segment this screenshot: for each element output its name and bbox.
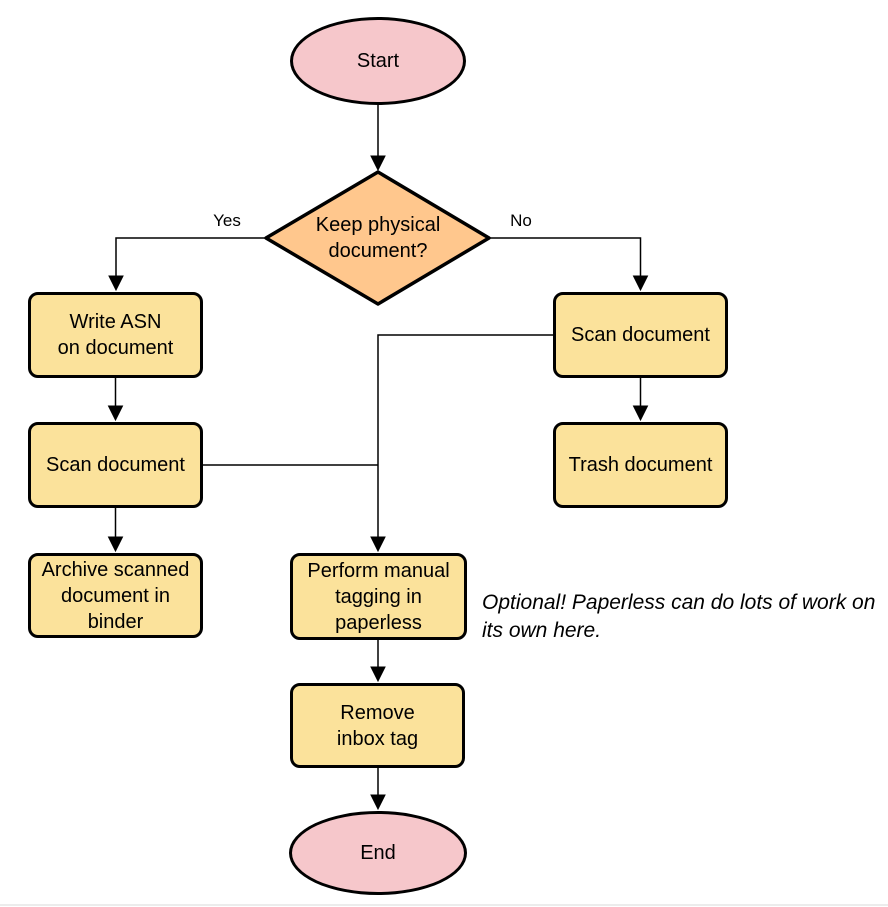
edge-scan-right-to-tagging: [370, 334, 553, 553]
node-remove-inbox-tag: Remove inbox tag: [290, 683, 465, 768]
node-scan-document-left: Scan document: [28, 422, 203, 508]
page-bottom-divider: [0, 904, 888, 906]
edge-decision-no-to-scan-right: [490, 237, 649, 292]
node-archive-binder: Archive scanned document in binder: [28, 553, 203, 638]
node-write-asn-label: Write ASN on document: [57, 311, 174, 359]
node-scan-document-right: Scan document: [553, 292, 728, 378]
node-manual-tagging: Perform manual tagging in paperless: [290, 553, 467, 640]
node-scan-document-left-label: Scan document: [46, 454, 185, 476]
node-write-asn: Write ASN on document: [28, 292, 203, 378]
node-start-label: Start: [356, 50, 400, 72]
node-archive-binder-label: Archive scanned document in binder: [41, 558, 190, 633]
node-remove-inbox-tag-label: Remove inbox tag: [336, 701, 419, 750]
node-end: End: [289, 811, 467, 895]
annotation-optional-paperless: Optional! Paperless can do lots of work …: [482, 591, 876, 642]
node-start: Start: [290, 17, 466, 105]
edge-decision-yes-to-write-asn: [108, 237, 266, 292]
node-trash-document-label: Trash document: [568, 454, 713, 476]
node-scan-document-right-label: Scan document: [571, 324, 710, 346]
edge-label-no: No: [510, 211, 532, 230]
node-decision-label: Keep physical document?: [315, 214, 441, 262]
edge-label-yes: Yes: [213, 211, 241, 230]
node-trash-document: Trash document: [553, 422, 728, 508]
decision-diamond-shape: [264, 170, 491, 306]
node-manual-tagging-label: Perform manual tagging in paperless: [307, 559, 450, 634]
node-end-label: End: [360, 842, 396, 864]
